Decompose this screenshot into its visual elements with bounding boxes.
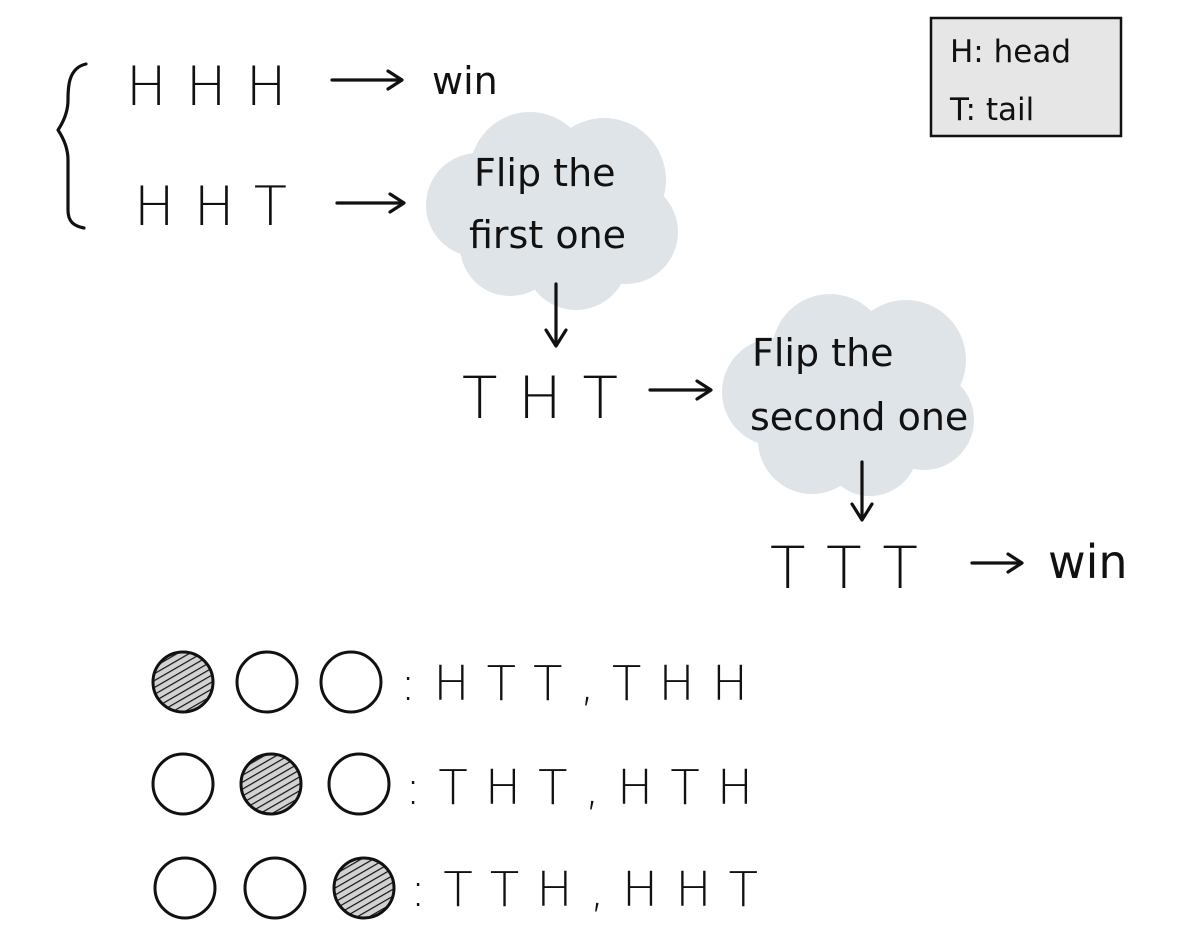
sequence-hht: H H T xyxy=(134,175,288,238)
cloud-bubble-1 xyxy=(426,112,678,310)
coin-circle xyxy=(243,856,307,920)
pattern-row: : H T T , T H H xyxy=(151,650,749,714)
legend-head: H: head xyxy=(950,34,1071,70)
left-brace xyxy=(56,62,88,230)
arrow-right-icon xyxy=(648,379,713,401)
coin-circle xyxy=(153,856,217,920)
cloud2-line1: Flip the xyxy=(752,331,894,375)
arrow-down-icon xyxy=(544,282,568,348)
coin-circle xyxy=(235,650,299,714)
shaded-coin-circle xyxy=(239,752,303,816)
cloud-bubble-2 xyxy=(722,294,974,496)
sequence-tht: T H T xyxy=(462,364,619,432)
arrow-down-icon xyxy=(850,460,874,522)
cloud1-line2: first one xyxy=(469,213,626,257)
sequence-ttt: T T T xyxy=(770,534,919,602)
pattern-text: : H T T , T H H xyxy=(400,656,749,712)
coin-circle xyxy=(319,650,383,714)
result-win-1: win xyxy=(432,59,498,103)
shaded-coin-circle xyxy=(332,856,396,920)
pattern-text: : T T H , H H T xyxy=(410,862,759,918)
arrow-right-icon xyxy=(330,69,404,91)
shaded-coin-circle xyxy=(151,650,215,714)
sequence-hhh: H H H xyxy=(126,55,288,118)
legend-tail: T: tail xyxy=(949,92,1034,128)
cloud1-line1: Flip the xyxy=(474,151,616,195)
arrow-right-icon xyxy=(335,192,406,214)
coin-circle xyxy=(327,752,391,816)
cloud2-line2: second one xyxy=(750,395,968,439)
pattern-row: : T T H , H H T xyxy=(153,856,759,920)
pattern-row: : T H T , H T H xyxy=(151,752,754,816)
coin-circle xyxy=(151,752,215,816)
result-win-2: win xyxy=(1048,535,1128,589)
legend-box xyxy=(929,16,1123,138)
arrow-right-icon xyxy=(970,552,1024,574)
pattern-text: : T H T , H T H xyxy=(405,760,754,816)
